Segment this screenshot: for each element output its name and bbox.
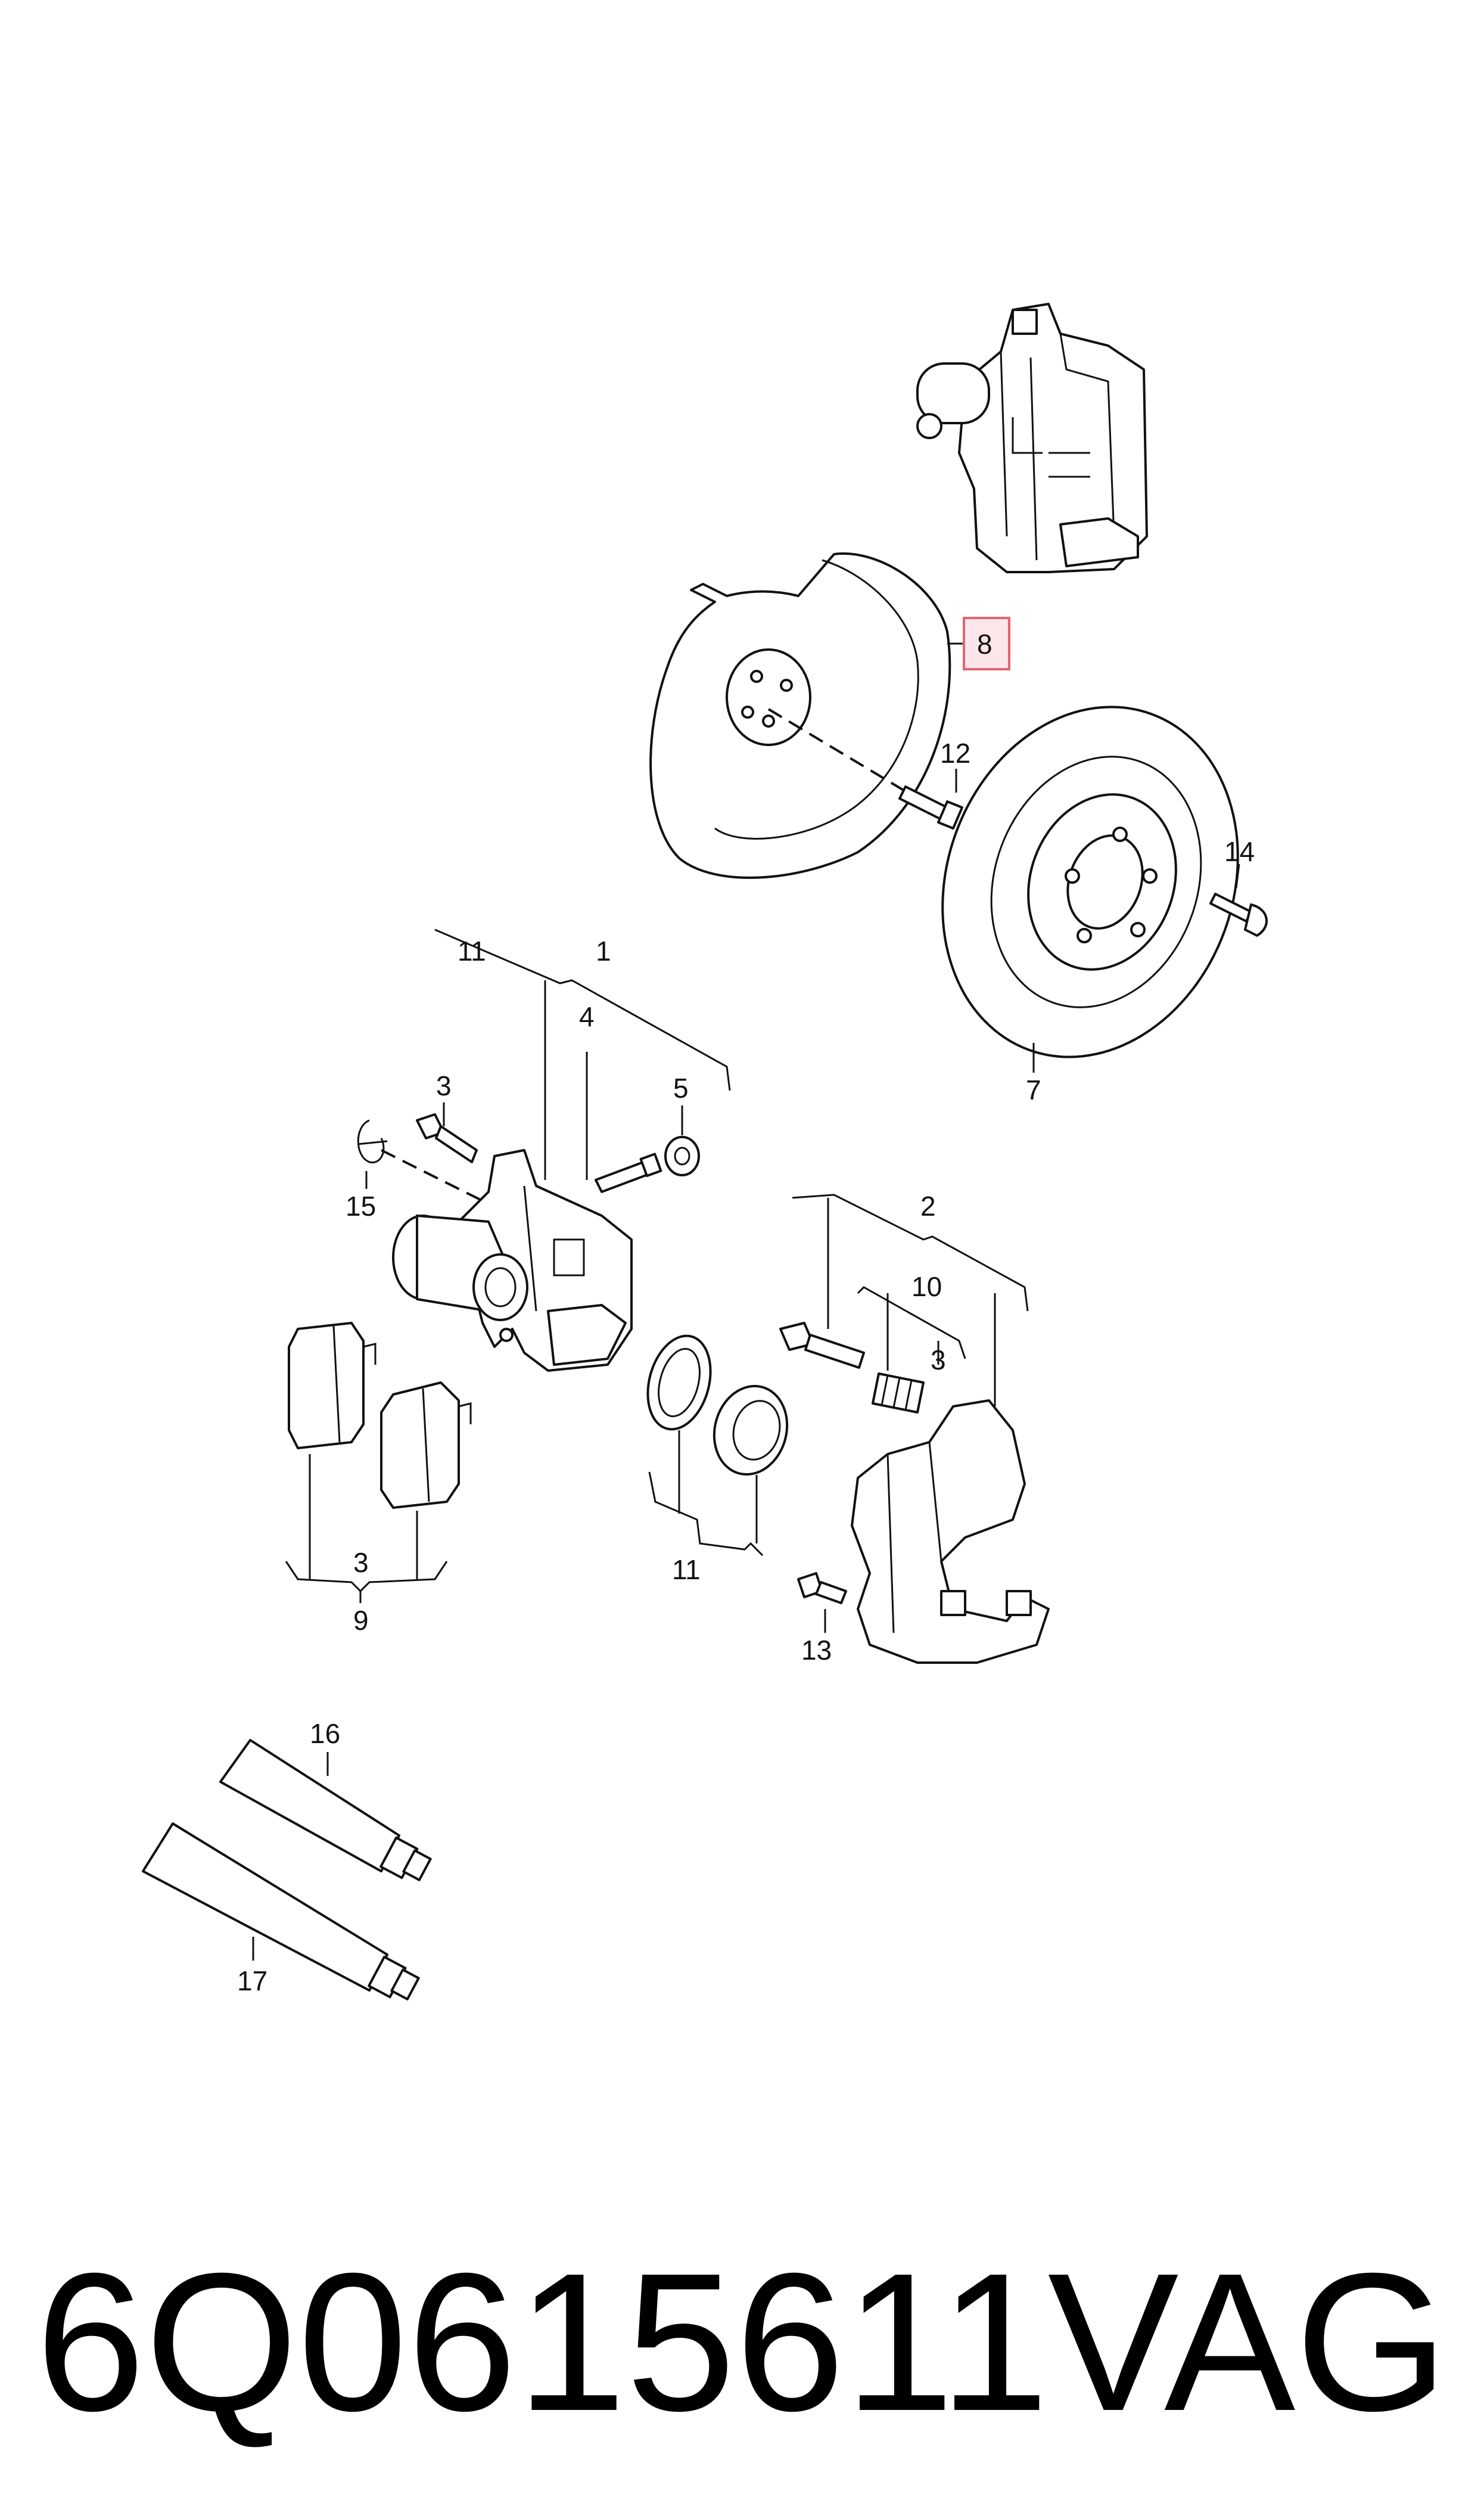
splash-shield [649, 552, 951, 879]
callout-9: 9 [353, 1605, 369, 1636]
callout-11-lower: 11 [672, 1554, 701, 1585]
screw-14 [1209, 893, 1268, 937]
callout-8-highlight [963, 617, 1010, 670]
grease-tube-17 [142, 1822, 420, 2001]
callout-3-upper: 3 [436, 1070, 452, 1101]
bolt-13 [797, 1572, 847, 1604]
callout-16: 16 [310, 1718, 340, 1749]
brake-caliper-top [916, 303, 1148, 573]
clip-15 [357, 1119, 388, 1164]
callout-7: 7 [1026, 1074, 1041, 1105]
callout-1: 1 [596, 936, 611, 967]
callout-10: 10 [911, 1271, 942, 1302]
bolt-12 [898, 785, 963, 830]
brake-caliper-housing [392, 1149, 633, 1372]
guide-bolt-3 [779, 1322, 865, 1369]
callout-labels: 8 12 14 7 11 1 4 3 5 15 2 10 3 11 3 9 13… [237, 629, 1255, 1996]
grease-tube-16 [219, 1739, 432, 1881]
bleeder-screw-4 [595, 1153, 662, 1193]
callout-14: 14 [1224, 836, 1255, 867]
brand-name: VAG [1047, 2232, 1448, 2452]
alignment-line-shield [767, 708, 919, 800]
piston-seal-11 [713, 1384, 789, 1476]
callout-4: 4 [579, 1001, 595, 1032]
dust-cap-5 [664, 1136, 700, 1176]
caliper-carrier [851, 1399, 1050, 1664]
guide-sleeve-10 [872, 1372, 925, 1414]
callout-3-lower: 3 [353, 1547, 369, 1578]
brake-pads [288, 1322, 472, 1509]
callout-13: 13 [801, 1635, 832, 1666]
brake-disc [941, 706, 1239, 1058]
callout-15: 15 [346, 1191, 376, 1222]
callout-2: 2 [920, 1191, 936, 1222]
bolt-3-upper [416, 1113, 478, 1163]
part-number: 6Q0615611 [36, 2232, 1049, 2452]
callout-12: 12 [940, 738, 970, 769]
footer-caption: 6Q0615611 VAG [36, 2217, 1448, 2467]
callout-11-upper: 11 [458, 936, 486, 967]
callout-5: 5 [673, 1073, 689, 1104]
callout-17: 17 [237, 1965, 267, 1996]
callout-8: 8 [977, 629, 993, 660]
alignment-line-caliper [381, 1149, 489, 1205]
callout-3-middle: 3 [931, 1344, 946, 1375]
exploded-parts-diagram: 8 12 14 7 11 1 4 3 5 15 2 10 3 11 3 9 13… [142, 303, 1268, 2001]
seal-ring-11 [646, 1334, 712, 1431]
